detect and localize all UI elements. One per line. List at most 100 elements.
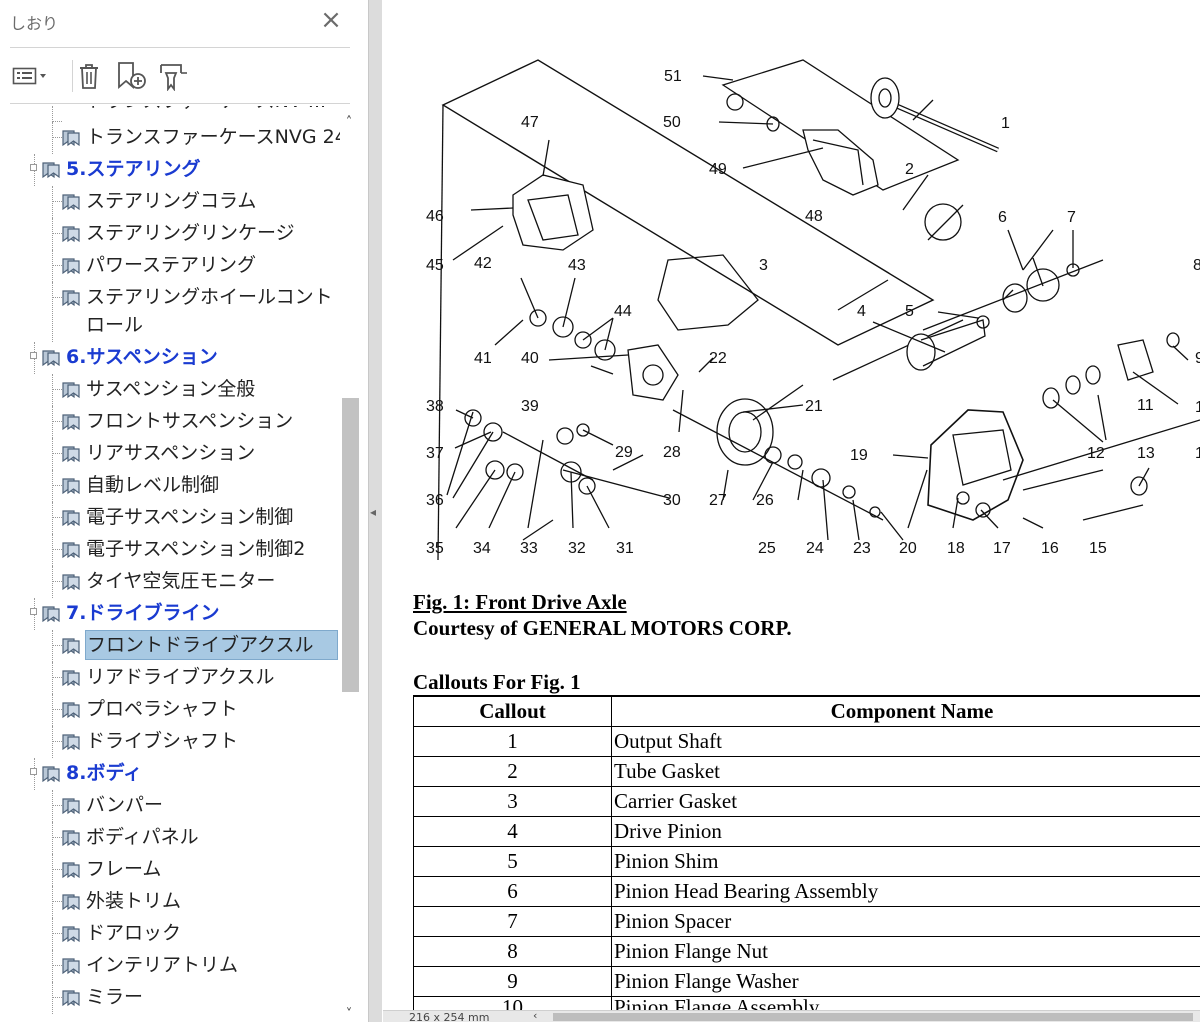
diagram-callout-number: 36 [426,492,444,509]
tree-guide [52,933,62,934]
diagram-callout-number: 39 [521,398,539,415]
document-page: 1234567891011121314151617181920212223242… [383,0,1200,1022]
horizontal-scrollbar-thumb[interactable] [553,1013,1193,1021]
bookmark-item[interactable]: 電子サスペンション制御 [0,502,340,534]
bookmark-item[interactable]: フロントサスペンション [0,406,340,438]
bookmark-icon [62,193,82,215]
bookmark-icon [62,289,82,311]
bookmark-item[interactable]: リアサスペンション [0,438,340,470]
options-menu-icon[interactable] [10,60,50,92]
bookmark-section[interactable]: 6.サスペンション [0,342,340,374]
bookmark-item[interactable]: ボディパネル [0,822,340,854]
tree-guide [52,726,53,758]
collapse-toggle-icon[interactable] [30,164,37,171]
bookmark-icon [62,445,82,467]
bookmark-item[interactable]: パワーステアリング [0,250,340,282]
bookmark-item-label: リアドライブアクスル [86,666,275,688]
panel-title: しおり [10,14,59,33]
bookmark-section[interactable]: 7.ドライブライン [0,598,340,630]
diagram-callout-number: 11 [1137,397,1154,414]
tree-guide [52,886,53,918]
bookmark-item-label: サスペンション全般 [86,378,256,400]
bookmark-item[interactable]: ドアロック [0,918,340,950]
tree-guide [52,406,53,438]
tree-guide [52,549,62,550]
bookmark-icon [62,733,82,755]
close-icon[interactable]: × [320,5,342,35]
bookmark-icon [62,669,82,691]
bookmark-item[interactable]: ミラー [0,982,340,1014]
bookmark-item-label: パワーステアリング [86,254,257,276]
bookmark-section[interactable]: 8.ボディ [0,758,340,790]
bookmark-item[interactable]: インテリアトリム [0,950,340,982]
collapse-panel-icon[interactable]: ◂ [370,505,377,519]
bookmark-icon [62,541,82,563]
diagram-callout-number: 8 [1193,257,1200,274]
tree-guide [52,662,53,694]
new-bookmark-icon[interactable] [114,60,148,92]
bookmark-tree: トランスファーケースNV ...トランスファーケースNVG 2465.ステアリン… [0,106,340,1022]
bookmark-item[interactable]: プロペラシャフト [0,694,340,726]
bookmark-item[interactable]: 外装トリム [0,886,340,918]
bookmark-item[interactable]: サスペンション全般 [0,374,340,406]
tree-guide [52,389,62,390]
bookmark-item[interactable]: トランスファーケースNVG 246 [0,122,340,154]
diagram-callout-number: 28 [663,444,681,461]
bookmark-item-label: 電子サスペンション制御2 [86,538,306,560]
scroll-left-icon[interactable]: ‹ [533,1009,538,1022]
delete-bookmark-icon[interactable] [74,60,104,92]
callout-number-cell: 1 [413,725,612,757]
panel-splitter[interactable] [368,0,382,1022]
diagram-callout-number: 3 [759,257,768,274]
collapse-toggle-icon[interactable] [30,352,37,359]
bookmarks-panel: しおり × [0,0,368,1022]
toolbar-separator [72,60,73,92]
find-current-bookmark-icon[interactable] [156,60,192,92]
tree-guide [52,282,53,342]
bookmark-item[interactable]: 電子サスペンション制御2 [0,534,340,566]
tree-guide [52,645,62,646]
bookmark-icon [62,829,82,851]
bookmark-icon [62,477,82,499]
bookmark-icon [62,957,82,979]
bookmark-item[interactable]: リアドライブアクスル [0,662,340,694]
diagram-callout-number: 51 [664,68,682,85]
scroll-down-icon[interactable]: ˅ [345,1007,353,1022]
bookmark-item[interactable]: フレーム [0,854,340,886]
diagram-callout-number: 18 [947,540,965,557]
bookmark-icon [62,257,82,279]
column-header-component-name: Component Name [611,695,1200,727]
bookmark-item[interactable]: ドライブシャフト [0,726,340,758]
tree-guide [52,438,53,470]
diagram-callout-number: 17 [993,540,1011,557]
bookmark-icon [62,381,82,403]
diagram-callout-number: 23 [853,540,871,557]
bookmark-item[interactable]: ステアリングリンケージ [0,218,340,250]
tree-guide [52,122,53,154]
bookmark-item[interactable]: ステアリングコラム [0,186,340,218]
bookmark-item[interactable]: タイヤ空気圧モニター [0,566,340,598]
bookmark-item-label: フレーム [86,858,162,880]
diagram-callout-number: 12 [1087,445,1105,462]
component-name-cell: Pinion Head Bearing Assembly [611,875,1200,907]
bookmark-item-label: 電子サスペンション制御 [86,506,294,528]
diagram-callout-number: 45 [426,257,444,274]
collapse-toggle-icon[interactable] [30,608,37,615]
bookmark-section[interactable]: 5.ステアリング [0,154,340,186]
bookmark-item[interactable]: 自動レベル制御 [0,470,340,502]
collapse-toggle-icon[interactable] [30,768,37,775]
bookmark-icon [62,893,82,915]
bookmark-item[interactable]: フロントドライブアクスル [0,630,340,662]
scrollbar-thumb[interactable] [342,398,359,692]
diagram-callout-number: 43 [568,257,586,274]
tree-guide [52,869,62,870]
bookmark-item[interactable]: バンパー [0,790,340,822]
bookmark-item-label: ドライブシャフト [86,730,239,752]
tree-guide [52,470,53,502]
bookmark-item[interactable]: ステアリングホイールコントロール [0,282,340,342]
bookmark-item[interactable]: トランスファーケースNV ... [0,106,340,122]
scroll-up-icon[interactable]: ˄ [345,115,353,130]
